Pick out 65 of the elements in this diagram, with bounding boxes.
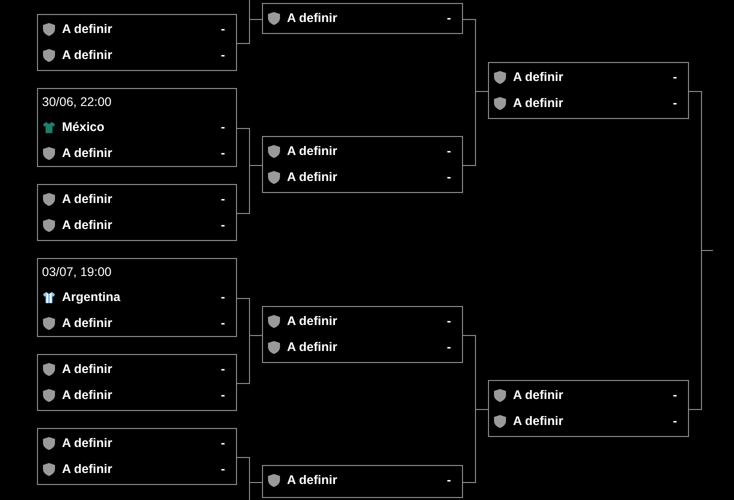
- score: -: [220, 290, 225, 304]
- team-name: A definir: [287, 11, 338, 25]
- score: -: [672, 70, 677, 84]
- team-name: A definir: [62, 388, 112, 402]
- match-card: [37, 258, 237, 337]
- team-name: A definir: [62, 192, 112, 206]
- score: -: [446, 314, 451, 328]
- match-card: [262, 136, 463, 193]
- score: -: [220, 146, 225, 160]
- score: -: [220, 362, 225, 376]
- score: -: [446, 473, 451, 487]
- bracket-line: [236, 19, 262, 44]
- bracket-line: [236, 335, 262, 384]
- match-card: [262, 465, 463, 498]
- team-name: A definir: [62, 22, 112, 36]
- team-name: A definir: [287, 314, 338, 328]
- match-card: [488, 380, 689, 437]
- team-name: A definir: [513, 414, 564, 428]
- match-card: [37, 184, 237, 241]
- score: -: [220, 218, 225, 232]
- team-name: A definir: [287, 170, 338, 184]
- team-name: A definir: [62, 316, 112, 330]
- score: -: [220, 22, 225, 36]
- score: -: [672, 96, 677, 110]
- score: -: [220, 388, 225, 402]
- team-name: A definir: [513, 388, 564, 402]
- match-card: [37, 354, 237, 411]
- bracket-line: [236, 165, 262, 214]
- match-card: [262, 3, 463, 34]
- bracket-line: [462, 91, 488, 166]
- match-date: 03/07, 19:00: [42, 265, 112, 279]
- team-name: A definir: [513, 96, 564, 110]
- score: -: [672, 388, 677, 402]
- score: -: [672, 414, 677, 428]
- score: -: [220, 462, 225, 476]
- match-card: [37, 14, 237, 71]
- bracket-line: [688, 250, 714, 410]
- score: -: [220, 192, 225, 206]
- team-name: A definir: [62, 362, 112, 376]
- team-name: A definir: [62, 48, 112, 62]
- team-name: A definir: [287, 340, 338, 354]
- match-date: 30/06, 22:00: [42, 95, 112, 109]
- score: -: [446, 170, 451, 184]
- bracket-line: [462, 409, 488, 483]
- match-card: [37, 428, 237, 485]
- score: -: [446, 144, 451, 158]
- match-card: [488, 62, 689, 119]
- score: -: [220, 48, 225, 62]
- match-card: [262, 306, 463, 363]
- team-name: A definir: [62, 436, 112, 450]
- team-name: A definir: [62, 146, 112, 160]
- score: -: [446, 11, 451, 25]
- score: -: [220, 316, 225, 330]
- team-name: A definir: [287, 473, 338, 487]
- bracket-line: [249, 482, 262, 500]
- team-name: México: [62, 120, 104, 134]
- team-name: A definir: [62, 462, 112, 476]
- match-card: [37, 88, 237, 167]
- score: -: [220, 436, 225, 450]
- team-name: Argentina: [62, 290, 120, 304]
- score: -: [220, 120, 225, 134]
- team-name: A definir: [513, 70, 564, 84]
- score: -: [446, 340, 451, 354]
- team-name: A definir: [287, 144, 338, 158]
- team-name: A definir: [62, 218, 112, 232]
